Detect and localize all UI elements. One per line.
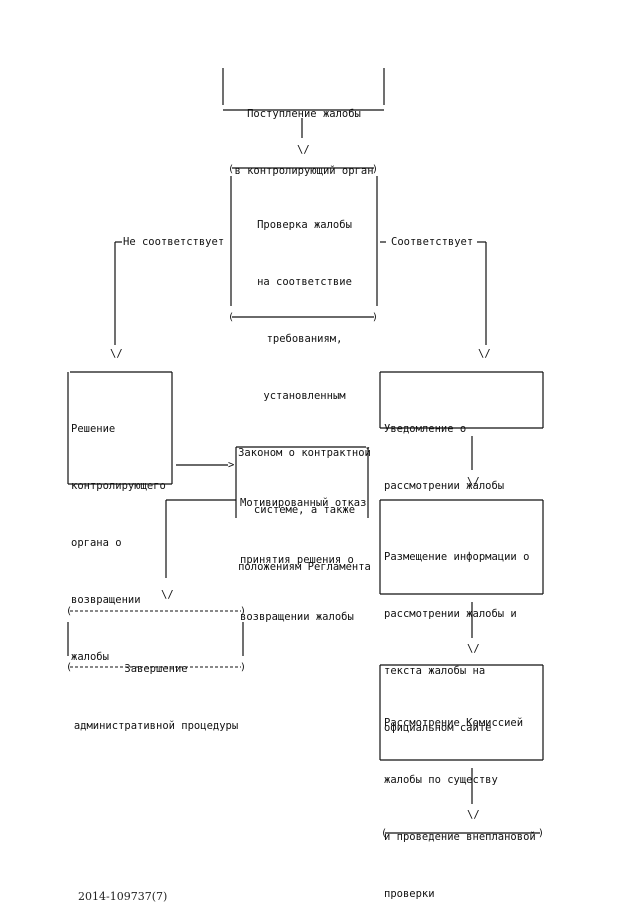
check-bottom-cap-right: ) (372, 312, 378, 323)
node-commission: Рассмотрение Комиссией жалобы по существ… (384, 676, 542, 923)
node-finish-line-2: административной процедуры (73, 720, 239, 732)
node-commission-line-3: и проведение внеплановой (384, 831, 536, 843)
arrow-right-return-refusal: > (228, 459, 235, 471)
node-commission-line-2: жалобы по существу (384, 774, 498, 786)
node-refusal-line-2: принятия решения о (240, 554, 354, 566)
node-return-line-5: жалобы (71, 651, 109, 663)
node-check: Проверка жалобы на соответствие требован… (233, 178, 376, 596)
node-check-line-1: Проверка жалобы (257, 219, 352, 231)
node-notice-line-1: Уведомление о (384, 423, 467, 435)
node-receipt: Поступление жалобы в контролирующий орга… (228, 67, 380, 200)
node-publish-line-1: Размещение информации о (384, 551, 530, 563)
node-publish-line-4: официальном сайте (384, 722, 492, 734)
node-publish-line-2: рассмотрении жалобы и (384, 608, 517, 620)
arrow-down-publish-commission: \/ (467, 643, 480, 655)
node-notice-line-2: рассмотрении жалобы (384, 480, 505, 492)
node-finish-line-1: Завершение (124, 663, 188, 675)
node-return-line-1: Решение (71, 423, 116, 435)
check-bottom-cap-left: ( (228, 312, 234, 323)
arrow-down-notice-publish: \/ (467, 476, 480, 488)
check-top-cap-right: ) (372, 164, 378, 175)
arrow-down-1: \/ (297, 144, 310, 156)
node-return-line-4: возвращении (71, 594, 141, 606)
end-cap-right: ) (538, 828, 544, 839)
node-refusal-line-3: возвращении жалобы (240, 611, 354, 623)
node-return-decision: Решение контролирующего органа о возвращ… (71, 382, 171, 686)
node-publish: Размещение информации о рассмотрении жал… (384, 510, 542, 757)
node-check-line-7: положениям Регламента (238, 561, 371, 573)
node-publish-line-3: текста жалобы на (384, 665, 486, 677)
end-cap-left: ( (381, 828, 387, 839)
node-receipt-line-1: Поступление жалобы (247, 108, 361, 120)
finish-top-cap-left: ( (66, 606, 72, 617)
arrow-down-right-branch: \/ (478, 348, 491, 360)
node-commission-line-1: Рассмотрение Комиссией (384, 717, 524, 729)
edge-label-not-ok: Не соответствует (123, 236, 225, 248)
node-check-line-5: Законом о контрактной (238, 447, 371, 459)
finish-top-cap-right: ) (240, 606, 246, 617)
node-check-line-3: требованиям, (266, 333, 343, 345)
finish-bottom-cap-left: ( (66, 662, 72, 673)
node-return-line-3: органа о (71, 537, 122, 549)
node-refusal-line-1: Мотивированный отказ (240, 497, 367, 509)
node-check-line-2: на соответствие (257, 276, 352, 288)
arrow-down-left-branch: \/ (110, 348, 123, 360)
arrow-down-refusal-finish: \/ (161, 589, 174, 601)
node-finish: Завершение административной процедуры (70, 622, 242, 755)
node-check-line-6: системе, а также (253, 504, 356, 516)
node-commission-line-4: проверки (384, 888, 435, 900)
node-receipt-line-2: в контролирующий орган (234, 165, 374, 177)
node-refusal: Мотивированный отказ принятия решения о … (240, 456, 368, 646)
edge-label-ok: Соответствует (391, 236, 474, 248)
node-check-line-4: установленным (263, 390, 346, 402)
document-number: 2014-109737(7) (78, 890, 168, 903)
arrow-down-commission-end: \/ (467, 809, 480, 821)
check-top-cap-left: ( (228, 164, 234, 175)
finish-bottom-cap-right: ) (240, 662, 246, 673)
node-return-line-2: контролирующего (71, 480, 166, 492)
node-notice: Уведомление о рассмотрении жалобы (384, 382, 542, 515)
